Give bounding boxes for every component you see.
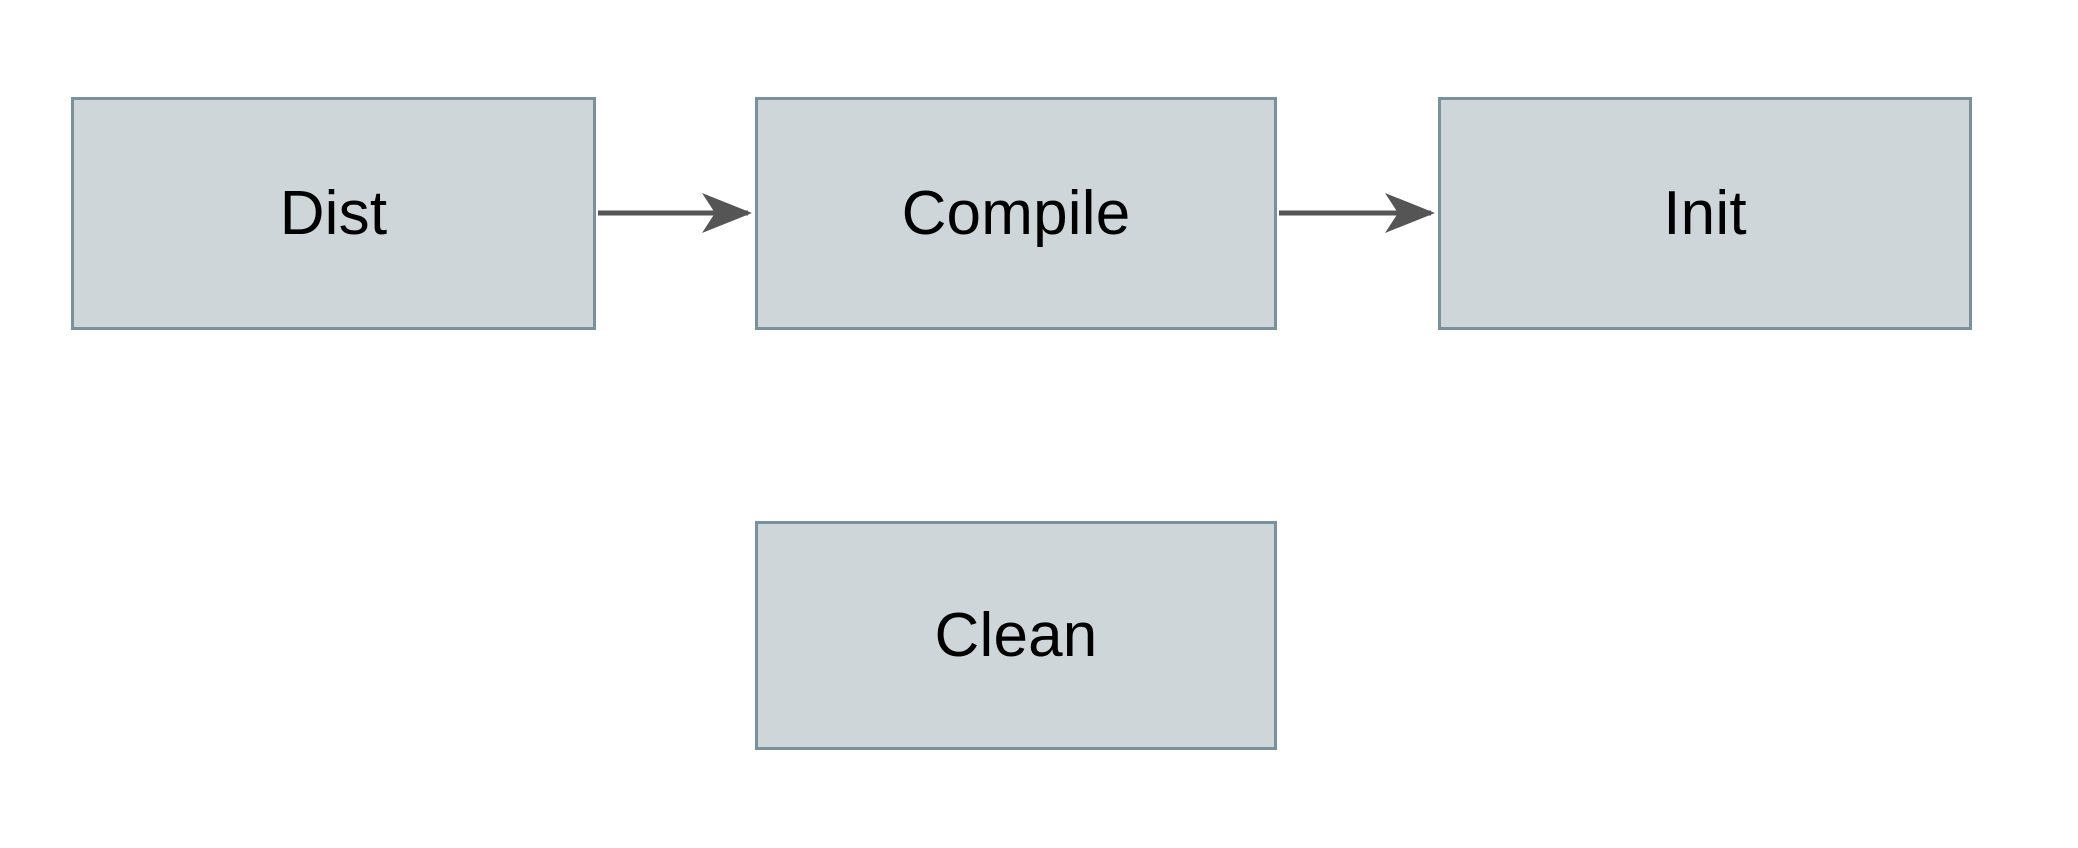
- node-init[interactable]: Init: [1438, 97, 1972, 330]
- node-clean[interactable]: Clean: [755, 521, 1277, 750]
- node-compile-label: Compile: [901, 178, 1131, 248]
- node-clean-label: Clean: [934, 600, 1098, 670]
- node-init-label: Init: [1663, 178, 1747, 248]
- node-compile[interactable]: Compile: [755, 97, 1277, 330]
- node-dist[interactable]: Dist: [71, 97, 596, 330]
- node-dist-label: Dist: [279, 178, 388, 248]
